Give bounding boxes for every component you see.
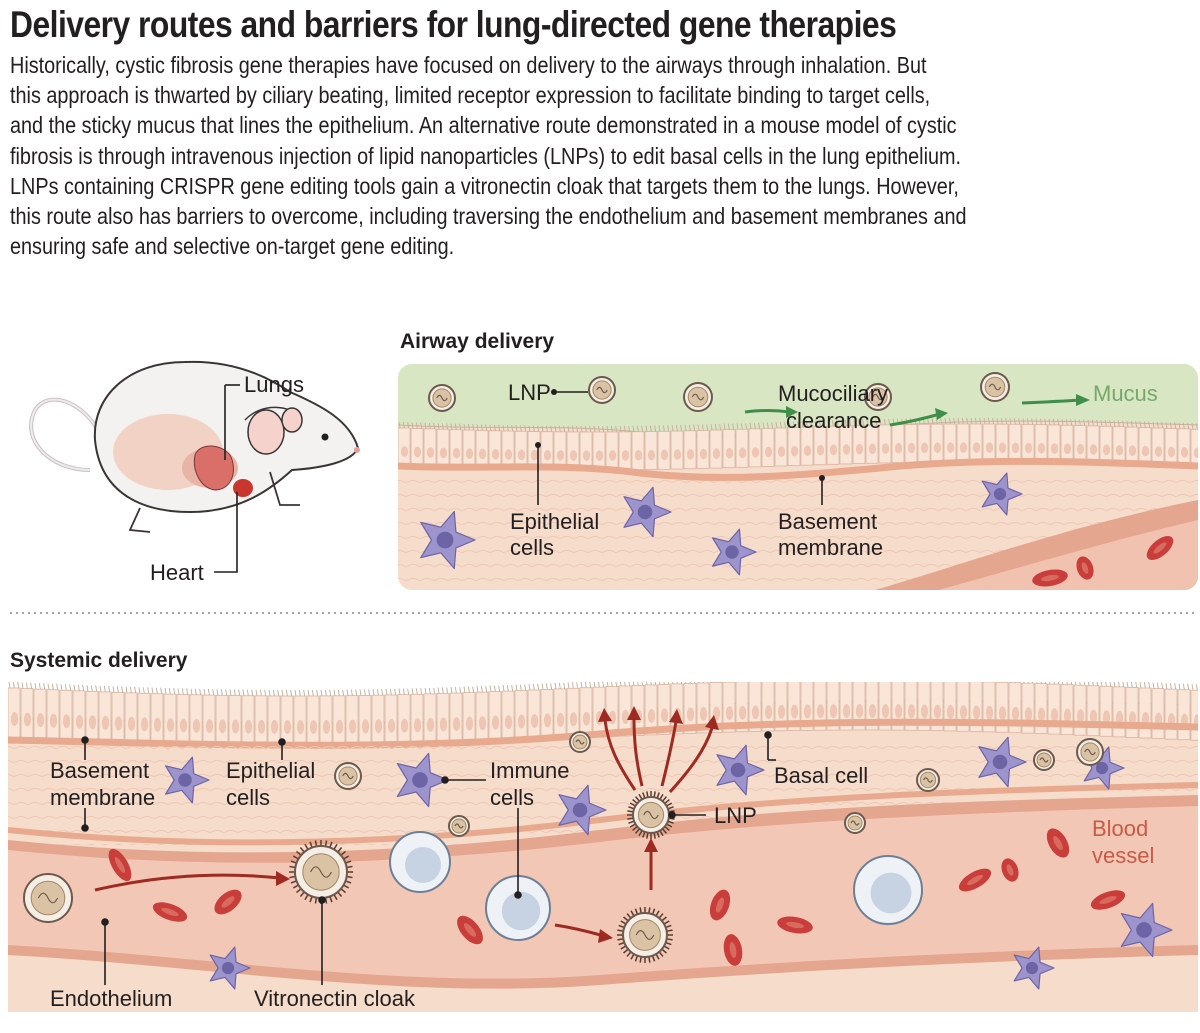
systemic-heading: Systemic delivery <box>10 649 188 672</box>
sys-lnp-label: LNP <box>714 803 757 828</box>
epithelial-cell <box>1190 428 1198 468</box>
airway-heading: Airway delivery <box>400 330 554 353</box>
lnp <box>448 815 470 837</box>
lnp <box>569 731 591 753</box>
lnp <box>683 382 713 412</box>
lnp <box>1076 738 1104 766</box>
mouse-illustration <box>29 360 360 573</box>
editing-arrows <box>603 717 714 794</box>
mouse-heart <box>233 479 253 497</box>
epithelial-cell-row <box>398 417 1198 471</box>
cloaked-lnp <box>617 907 673 963</box>
clearance-label-1: Mucociliary <box>778 381 888 406</box>
cloaked-lnp <box>289 840 353 904</box>
intro-line: this approach is thwarted by ciliary bea… <box>10 82 931 109</box>
intro-text: Historically, cystic fibrosis gene thera… <box>10 50 1190 261</box>
lnp <box>1033 749 1055 771</box>
vitronectin-label: Vitronectin cloak <box>254 986 416 1011</box>
airway-lnp-label: LNP <box>508 380 551 405</box>
lnp <box>916 768 940 792</box>
label-heart: Heart <box>150 560 204 585</box>
airway-basement-membrane <box>398 457 1198 481</box>
intro-line: and the sticky mucus that lines the epit… <box>10 112 957 139</box>
airway-basement-label-1: Basement <box>778 509 877 534</box>
intro-line: this route also has barriers to overcome… <box>10 203 967 230</box>
sys-basement-label-2: membrane <box>50 785 155 810</box>
lnp <box>864 383 892 411</box>
lnp <box>980 372 1010 402</box>
epithelial-basement-membrane <box>8 718 1198 749</box>
mouse-lungs <box>193 445 234 491</box>
sys-epithelial-label-2: cells <box>226 785 270 810</box>
lnp <box>334 762 362 790</box>
airway-epithelial-label-2: cells <box>510 535 554 560</box>
label-lungs: Lungs <box>244 372 304 397</box>
mouse-eye <box>321 433 329 441</box>
mouse-ear <box>247 409 285 455</box>
sys-basement-label-1: Basement <box>50 758 149 783</box>
airway-lnps <box>428 372 1010 412</box>
basal-cell-label: Basal cell <box>774 763 868 788</box>
airway-epithelial-label-1: Epithelial <box>510 509 599 534</box>
lnp <box>844 812 866 834</box>
airway-basement-label-2: membrane <box>778 535 883 560</box>
endothelial-basement-membrane <box>8 782 1198 846</box>
blood-vessel-label-2: vessel <box>1092 843 1154 868</box>
immune-label-1: Immune <box>490 758 569 783</box>
intro-line: ensuring safe and selective on-target ge… <box>10 233 455 260</box>
clearance-label-2: clearance <box>786 408 881 433</box>
clearance-arrow-1 <box>744 409 791 414</box>
blood-vessel-label-1: Blood <box>1092 816 1148 841</box>
mucus-label: Mucus <box>1093 381 1158 406</box>
intro-line: Historically, cystic fibrosis gene thera… <box>10 52 927 78</box>
epithelial-cell <box>1190 689 1198 741</box>
page-title: Delivery routes and barriers for lung-di… <box>10 4 897 45</box>
vessel-arrow-1 <box>94 873 281 892</box>
endothelium-label: Endothelium <box>50 986 172 1011</box>
systemic-tissue <box>8 682 1198 1012</box>
immune-label-2: cells <box>490 785 534 810</box>
intro-line: fibrosis is through intravenous injectio… <box>10 142 962 169</box>
cloaked-lnp <box>627 791 675 839</box>
mouse-tail <box>29 397 100 472</box>
sys-epithelial-label-1: Epithelial <box>226 758 315 783</box>
systemic-lnps <box>23 731 1104 963</box>
lnp <box>428 384 456 412</box>
lnp <box>23 873 73 923</box>
intro-line: LNPs containing CRISPR gene editing tool… <box>10 172 959 199</box>
lnp <box>588 376 616 404</box>
